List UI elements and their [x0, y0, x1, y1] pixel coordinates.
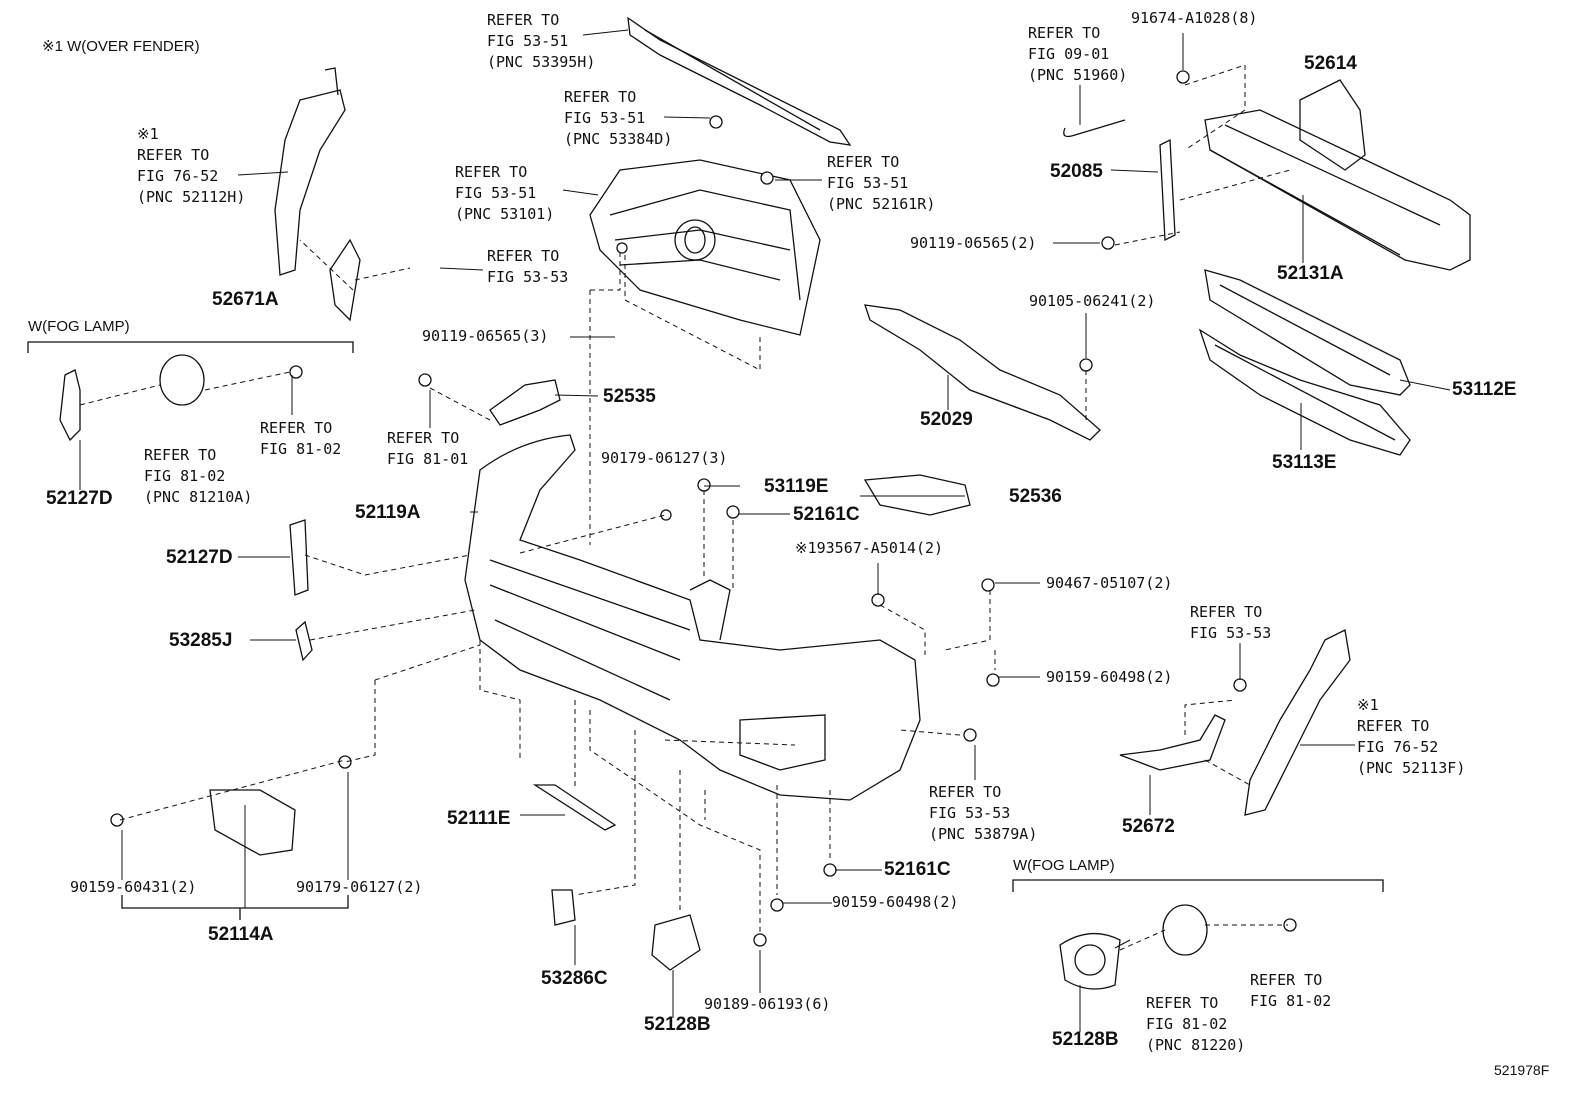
- callout-53101: REFER TO FIG 53-51 (PNC 53101): [455, 163, 555, 223]
- license-bracket-group: [121, 895, 349, 920]
- part-52161c-top[interactable]: 52161C: [793, 504, 860, 525]
- fastener-90467: 90467-05107(2): [1046, 574, 1173, 592]
- fog-lamp-left-bracket: [27, 341, 354, 353]
- fog-lamp-right-part: [1162, 904, 1208, 956]
- bracket-52535-part: [489, 379, 561, 426]
- part-52127d-mid[interactable]: 52127D: [166, 547, 233, 568]
- callout-81220: REFER TO FIG 81-02 (PNC 81220): [1146, 994, 1246, 1054]
- cap-53286c-part: [551, 889, 576, 926]
- bracket-52536-part: [863, 474, 971, 516]
- bumper-reinforcement-part: [1204, 109, 1471, 271]
- callout-53384d: REFER TO FIG 53-51 (PNC 53384D): [564, 88, 673, 148]
- part-52127d-top[interactable]: 52127D: [46, 488, 113, 509]
- bracket-52671a-part: [329, 238, 361, 322]
- part-52536[interactable]: 52536: [1009, 486, 1062, 507]
- part-52614[interactable]: 52614: [1304, 53, 1357, 74]
- fog-lamp-left-part: [159, 354, 205, 406]
- fog-bezel-left-2-part: [289, 519, 309, 596]
- energy-absorber-part: [1299, 79, 1366, 171]
- part-52128b-right[interactable]: 52128B: [1052, 1029, 1119, 1050]
- part-52119a[interactable]: 52119A: [355, 502, 421, 523]
- over-fender-left-part: [274, 67, 346, 276]
- part-53285j[interactable]: 53285J: [169, 630, 233, 651]
- fastener-90119-a: 90119-06565(2): [910, 234, 1037, 252]
- part-52131a[interactable]: 52131A: [1277, 263, 1344, 284]
- fastener-93567: ※193567-A5014(2): [795, 539, 944, 557]
- fastener-90179-b: 90179-06127(2): [296, 878, 423, 896]
- callout-fig-81-02-left: REFER TO FIG 81-02: [260, 419, 342, 458]
- part-52111e[interactable]: 52111E: [447, 808, 511, 829]
- lower-grille-53113e-part: [1198, 328, 1411, 456]
- fastener-90119-b: 90119-06565(3): [422, 327, 549, 345]
- fastener-90159-c: 90159-60431(2): [70, 878, 197, 896]
- radiator-grille-part: [589, 159, 821, 336]
- fog-lamp-right-note: W(FOG LAMP): [1013, 857, 1115, 874]
- part-52161c-bottom[interactable]: 52161C: [884, 859, 951, 880]
- bumper-cover-part: [464, 434, 921, 801]
- over-fender-note: ※1 W(OVER FENDER): [42, 38, 200, 55]
- strip-52111e-part: [532, 784, 617, 831]
- diagram-id: 521978F: [1494, 1062, 1550, 1078]
- fog-lamp-left-note: W(FOG LAMP): [28, 318, 130, 335]
- part-53112e[interactable]: 53112E: [1452, 379, 1517, 400]
- part-53119e[interactable]: 53119E: [764, 476, 829, 497]
- callout-52161r: REFER TO FIG 53-51 (PNC 52161R): [827, 153, 936, 213]
- over-fender-right-part: [1244, 629, 1351, 816]
- callout-81210a: REFER TO FIG 81-02 (PNC 81210A): [144, 446, 253, 506]
- part-52671a[interactable]: 52671A: [212, 289, 279, 310]
- fog-bezel-lower-part: [651, 914, 701, 971]
- part-52672[interactable]: 52672: [1122, 816, 1175, 837]
- callout-fig-81-01: REFER TO FIG 81-01: [387, 429, 469, 468]
- lower-grille-53112e-part: [1204, 269, 1411, 396]
- tow-hook-part: [1063, 119, 1126, 138]
- cover-53285j-part: [295, 620, 313, 662]
- callout-51960: REFER TO FIG 09-01 (PNC 51960): [1028, 24, 1128, 84]
- fastener-90179-a: 90179-06127(3): [601, 449, 728, 467]
- fastener-symbols: [110, 70, 1297, 947]
- leader-lines: [79, 29, 1451, 1032]
- part-52085[interactable]: 52085: [1050, 161, 1103, 182]
- fog-lamp-right-bracket: [1012, 879, 1384, 892]
- part-52029[interactable]: 52029: [920, 409, 973, 430]
- bumper-bracket-52029-part: [864, 304, 1101, 441]
- callout-fig-53-53-top: REFER TO FIG 53-53: [487, 247, 569, 286]
- fog-bezel-left-part: [59, 369, 81, 442]
- fog-bezel-right-ring: [1074, 944, 1106, 976]
- callout-fender-left: ※1 REFER TO FIG 76-52 (PNC 52112H): [137, 125, 246, 206]
- fastener-90105: 90105-06241(2): [1029, 292, 1156, 310]
- upper-support-part: [627, 16, 852, 146]
- callout-53395h: REFER TO FIG 53-51 (PNC 53395H): [487, 11, 596, 71]
- fastener-90159-a: 90159-60498(2): [1046, 668, 1173, 686]
- callout-53879a: REFER TO FIG 53-53 (PNC 53879A): [929, 783, 1038, 843]
- fastener-91674: 91674-A1028(8): [1131, 9, 1258, 27]
- fog-bezel-right-part: [1059, 932, 1121, 990]
- assembly-dashed-lines: [79, 64, 1291, 951]
- bracket-52672-part: [1119, 714, 1226, 771]
- part-53113e[interactable]: 53113E: [1272, 452, 1337, 473]
- fastener-90159-b: 90159-60498(2): [832, 893, 959, 911]
- callout-fig-81-02-right: REFER TO FIG 81-02: [1250, 971, 1332, 1010]
- part-52535[interactable]: 52535: [603, 386, 656, 407]
- callout-fig-53-53-right: REFER TO FIG 53-53: [1190, 603, 1272, 642]
- part-52128b-left[interactable]: 52128B: [644, 1014, 711, 1035]
- callout-fender-right: ※1 REFER TO FIG 76-52 (PNC 52113F): [1357, 696, 1466, 777]
- license-bracket-part: [209, 789, 296, 856]
- part-52114a[interactable]: 52114A: [208, 924, 274, 945]
- fastener-90189: 90189-06193(6): [704, 995, 831, 1013]
- part-53286c[interactable]: 53286C: [541, 968, 608, 989]
- bracket-52085-part: [1159, 138, 1176, 242]
